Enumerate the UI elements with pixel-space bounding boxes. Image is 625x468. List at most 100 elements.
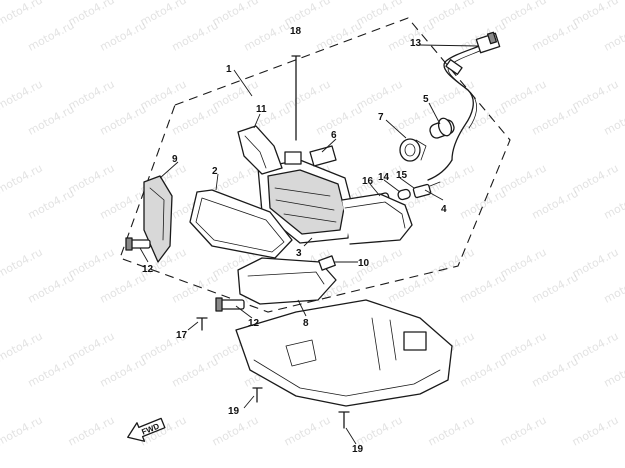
callout-5: 5 (423, 94, 429, 105)
fwd-arrow: FWD (127, 417, 166, 442)
headlight-bulb (429, 117, 455, 139)
watermark-text: moto4.ru (282, 414, 333, 449)
watermark-text: moto4.ru (602, 187, 625, 222)
wire-harness (427, 31, 501, 181)
watermark-text: moto4.ru (98, 355, 149, 390)
watermark-text: moto4.ru (354, 78, 405, 113)
watermark-text: moto4.ru (98, 271, 149, 306)
callout-labels: 1 2 3 4 5 6 7 8 9 10 11 12 12 13 14 15 1… (142, 26, 447, 455)
assembly-boundary (119, 17, 511, 313)
watermark-text: moto4.ru (26, 187, 77, 222)
watermark-text: moto4.ru (602, 355, 625, 390)
watermark-text: moto4.ru (170, 19, 221, 54)
watermark-text: moto4.ru (314, 19, 365, 54)
watermark-text: moto4.ru (242, 19, 293, 54)
watermark-text: moto4.ru (210, 0, 261, 29)
watermark-text: moto4.ru (386, 271, 437, 306)
watermark-text: moto4.ru (570, 330, 621, 365)
watermark-text: moto4.ru (0, 414, 45, 449)
watermark-text: moto4.ru (426, 246, 477, 281)
watermark-text: moto4.ru (98, 103, 149, 138)
lower-lens-panel (237, 257, 337, 305)
screw-set (196, 55, 350, 429)
watermark-text: moto4.ru (66, 330, 117, 365)
watermark-text: moto4.ru (66, 78, 117, 113)
watermark-text: moto4.ru (570, 78, 621, 113)
watermark-text: moto4.ru (0, 246, 45, 281)
callout-17: 17 (176, 330, 188, 341)
lower-cowl (235, 299, 453, 407)
watermark-text: moto4.ru (0, 330, 45, 365)
callout-8: 8 (303, 318, 309, 329)
watermark-text: moto4.ru (498, 162, 549, 197)
watermark-text: moto4.ru (98, 19, 149, 54)
callout-12b: 12 (248, 318, 260, 329)
callout-11: 11 (256, 104, 267, 115)
callout-7: 7 (378, 112, 384, 123)
callout-19a: 19 (228, 406, 240, 417)
watermark-text: moto4.ru (210, 414, 261, 449)
callout-15: 15 (396, 170, 408, 181)
watermark-text: moto4.ru (26, 355, 77, 390)
watermark-text: moto4.ru (66, 162, 117, 197)
watermark-text: moto4.ru (602, 271, 625, 306)
watermark-text: moto4.ru (498, 414, 549, 449)
callout-14: 14 (378, 172, 390, 183)
callout-9: 9 (172, 154, 178, 165)
watermark-text: moto4.ru (458, 271, 509, 306)
cover-plate (309, 145, 337, 167)
watermark-text: moto4.ru (570, 246, 621, 281)
watermark-text: moto4.ru (602, 19, 625, 54)
watermark-text: moto4.ru (138, 78, 189, 113)
watermark-text: moto4.ru (26, 271, 77, 306)
watermark-text: moto4.ru (170, 103, 221, 138)
watermark-text: moto4.ru (570, 0, 621, 29)
callout-12a: 12 (142, 264, 154, 275)
watermark-text: moto4.ru (530, 103, 581, 138)
watermark-text: moto4.ru (170, 355, 221, 390)
watermark-text: moto4.ru (0, 78, 45, 113)
bulb-socket (399, 138, 427, 162)
watermark-text: moto4.ru (530, 271, 581, 306)
watermark-text: moto4.ru (26, 19, 77, 54)
callout-3: 3 (296, 248, 302, 259)
watermark-text: moto4.ru (314, 103, 365, 138)
watermark-text: moto4.ru (602, 103, 625, 138)
watermark-text: moto4.ru (426, 78, 477, 113)
headlight-lens (189, 189, 293, 259)
watermark-text: moto4.ru (354, 0, 405, 29)
clip-nut (318, 255, 336, 271)
screw-set-12 (125, 237, 245, 312)
callout-4: 4 (441, 204, 447, 215)
watermark-text: moto4.ru (66, 0, 117, 29)
side-cover (143, 175, 173, 263)
watermark-text: moto4.ru (498, 330, 549, 365)
upper-bracket (237, 125, 283, 175)
callout-18: 18 (290, 26, 302, 37)
callout-6: 6 (331, 130, 337, 141)
watermark-text: moto4.ru (282, 0, 333, 29)
watermark-text: moto4.ru (530, 187, 581, 222)
watermark-text: moto4.ru (426, 162, 477, 197)
watermark-text: moto4.ru (570, 414, 621, 449)
callout-1: 1 (226, 64, 232, 75)
leader-lines (139, 44, 479, 445)
watermark-text: moto4.ru (66, 414, 117, 449)
watermark-text: moto4.ru (170, 271, 221, 306)
watermark-text: moto4.ru (458, 187, 509, 222)
watermark-text: moto4.ru (0, 0, 45, 29)
callout-10: 10 (358, 258, 370, 269)
watermark-text: moto4.ru (66, 246, 117, 281)
watermark-text: moto4.ru (498, 0, 549, 29)
watermark-text: moto4.ru (530, 19, 581, 54)
watermark-text: moto4.ru (26, 103, 77, 138)
watermark-text: moto4.ru (498, 78, 549, 113)
watermark-text: moto4.ru (458, 355, 509, 390)
watermark-text: moto4.ru (426, 0, 477, 29)
watermark-text: moto4.ru (530, 355, 581, 390)
watermark-text: moto4.ru (0, 162, 45, 197)
watermark-text: moto4.ru (282, 78, 333, 113)
watermark-text: moto4.ru (426, 414, 477, 449)
